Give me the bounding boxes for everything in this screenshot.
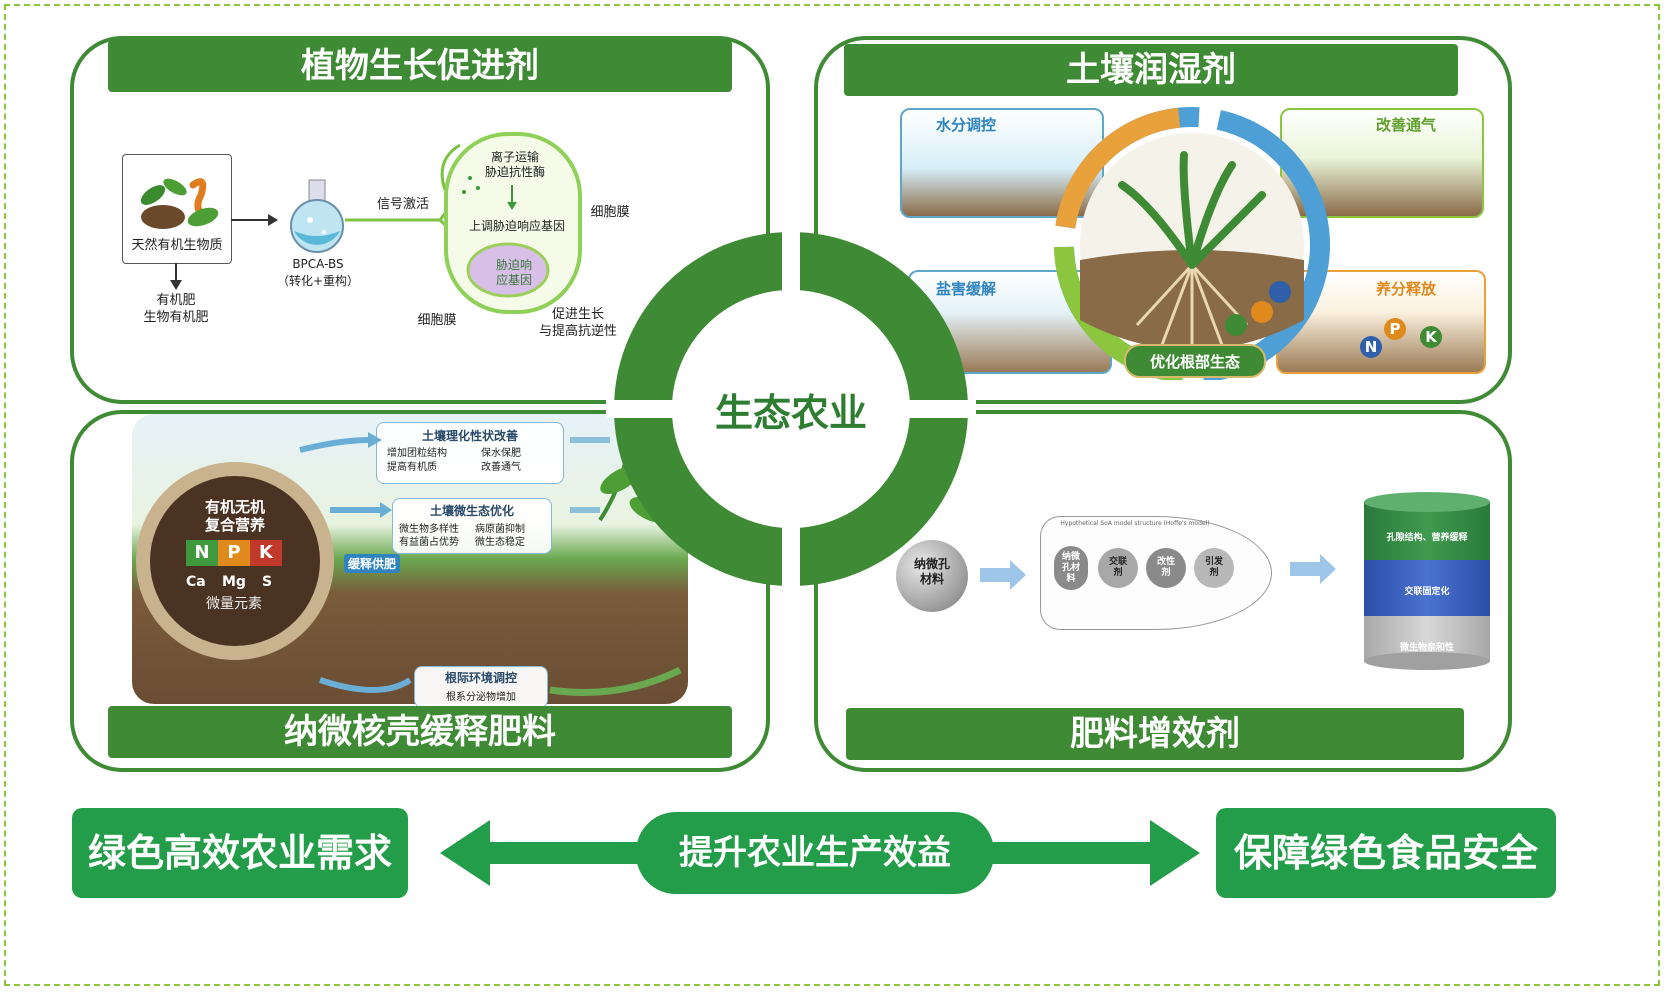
nutrient-k: K	[1420, 326, 1442, 348]
layer-microbe: 微生物亲和性	[1399, 643, 1454, 653]
leaf-soil-icon	[140, 178, 219, 229]
soil-microecology-box: 土壤微生态优化 微生物多样性 病原菌抑制 有益菌占优势 微生态稳定	[392, 498, 552, 554]
stress-gene-label: 胁迫响 应基因	[495, 258, 532, 287]
step-material: 纳微孔材料	[1054, 546, 1088, 590]
nutrient-p: P	[1384, 318, 1406, 340]
layered-cylinder: 孔隙结构、营养缓释 交联固定化 微生物亲和性	[1364, 492, 1490, 670]
layer-pore: 孔隙结构、营养缓释	[1386, 533, 1468, 543]
root-ecology-badge: 优化根部生态	[1124, 344, 1266, 378]
soil-cycle-diagram	[1054, 107, 1330, 380]
organic-matter-box: 天然有机生物质	[122, 154, 232, 264]
organic-matter-label: 天然有机生物质	[131, 238, 223, 253]
green-food-safety: 保障绿色食品安全	[1216, 808, 1556, 898]
step-crosslinker: 交联剂	[1098, 548, 1138, 588]
npk-k: K	[250, 540, 282, 566]
npk-bar: N P K	[186, 540, 282, 566]
micro-elements-label: 微量元素	[206, 596, 262, 612]
cell-diagram	[444, 132, 582, 314]
soil-property-box: 土壤理化性状改善 增加团粒结构 保水保肥 提高有机质 改善通气	[376, 422, 564, 484]
panel-title-soil-wetting: 土壤润湿剂	[844, 44, 1458, 96]
upregulate-label: 上调胁迫响应基因	[468, 219, 565, 233]
slow-release-label: 缓释供肥	[344, 554, 401, 573]
nutrient-n: N	[1360, 336, 1382, 358]
process-arrow-2	[1290, 554, 1336, 584]
center-ring	[606, 224, 976, 594]
salt-relief-label: 盐害缓解	[936, 280, 997, 298]
compound-nutrient-line1: 有机无机	[204, 498, 265, 516]
water-regulation-label: 水分调控	[936, 116, 997, 134]
organic-fertilizer-label: 有机肥 生物有机肥	[143, 293, 209, 325]
signal-label: 信号激活	[376, 197, 429, 212]
npk-p: P	[218, 540, 250, 566]
panel-title-slow-release: 纳微核壳缓释肥料	[108, 706, 732, 758]
step-modifier: 改性剂	[1146, 548, 1186, 588]
membrane-right-label: 细胞膜	[590, 205, 630, 220]
step-initiator: 引发剂	[1194, 548, 1234, 588]
process-arrow-1	[980, 560, 1026, 590]
material-sphere: 纳微孔 材料	[896, 540, 968, 612]
membrane-bottom-label: 细胞膜	[417, 313, 457, 328]
panel-title-synergist: 肥料增效剂	[846, 708, 1464, 760]
outer-frame	[4, 4, 1660, 986]
structure-caption: Hypothetical SoA model structure (Hoffe'…	[1060, 520, 1210, 527]
green-agriculture-demand: 绿色高效农业需求	[72, 808, 408, 898]
outcome-label: 促进生长 与提高抗逆性	[538, 307, 617, 339]
panel-title-plant-growth: 植物生长促进剂	[108, 40, 732, 92]
compound-nutrient-line2: 复合营养	[204, 516, 265, 534]
bpca-label: BPCA-BS （转化+重构）	[276, 257, 360, 288]
layer-crosslink: 交联固定化	[1404, 587, 1450, 597]
nutrient-release-label: 养分释放	[1376, 280, 1437, 298]
aeration-label: 改善通气	[1376, 116, 1437, 134]
flask-icon	[290, 179, 344, 253]
center-label: 生态农业	[714, 391, 867, 435]
improve-benefit-pill: 提升农业生产效益	[636, 812, 994, 894]
ion-transport-label: 离子运输 胁迫抗性酶	[484, 150, 545, 179]
npk-n: N	[186, 540, 218, 566]
